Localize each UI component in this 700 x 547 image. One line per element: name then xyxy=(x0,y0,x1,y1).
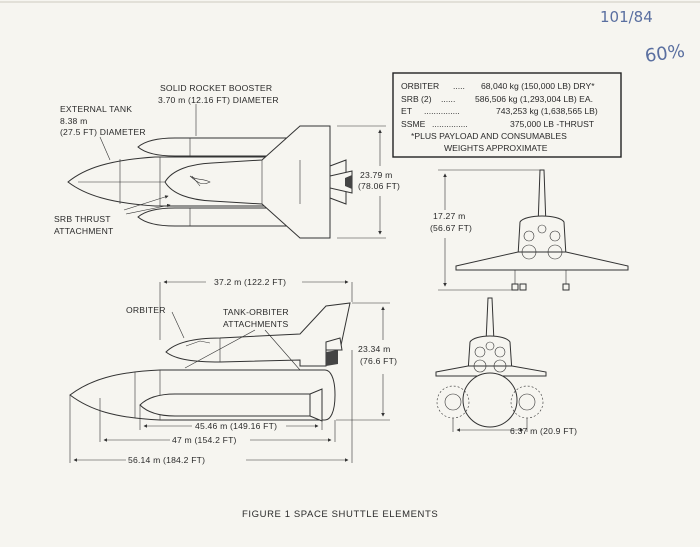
dim-stack-height-ft: (76.6 FT) xyxy=(360,356,397,366)
spec-et-dots: ............... xyxy=(424,106,460,116)
label-tank-orbiter-1: TANK-ORBITER xyxy=(223,307,289,317)
spec-ssme-dots: ............... xyxy=(432,119,468,129)
figure-caption: FIGURE 1 SPACE SHUTTLE ELEMENTS xyxy=(242,509,438,520)
stack-front-view xyxy=(435,297,547,432)
dim-total-length: 56.14 m (184.2 FT) xyxy=(128,455,205,465)
spec-orbiter-value: 68,040 kg (150,000 LB) DRY* xyxy=(481,81,595,91)
dim-wingspan-ft: (78.06 FT) xyxy=(358,181,400,191)
specifications-box: ORBITER ..... 68,040 kg (150,000 LB) DRY… xyxy=(392,72,622,158)
spec-srb-value: 586,506 kg (1,293,004 LB) EA. xyxy=(475,94,593,104)
label-et-diameter-m: 8.38 m xyxy=(60,116,87,126)
label-srb-thrust: SRB THRUST xyxy=(54,214,111,224)
label-srb-diameter: 3.70 m (12.16 FT) DIAMETER xyxy=(158,95,279,105)
spec-srb-dots: ...... xyxy=(441,94,455,104)
dim-orbiter-height-m: 17.27 m xyxy=(433,211,465,221)
side-view-drawing xyxy=(69,280,390,463)
dim-stack-height-m: 23.34 m xyxy=(358,344,390,354)
label-attachment: ATTACHMENT xyxy=(54,226,114,236)
handwritten-note-scale: 60% xyxy=(644,41,687,67)
dim-srb-spacing: 6.37 m (20.9 FT) xyxy=(510,426,577,436)
spec-srb-name: SRB (2) xyxy=(401,94,432,104)
handwritten-note-date: 101/84 xyxy=(600,8,653,26)
label-srb: SOLID ROCKET BOOSTER xyxy=(160,83,272,93)
label-external-tank: EXTERNAL TANK xyxy=(60,104,132,114)
spec-note-line1: *PLUS PAYLOAD AND CONSUMABLES xyxy=(411,131,567,141)
spec-orbiter-dots: ..... xyxy=(453,81,465,91)
label-orbiter: ORBITER xyxy=(126,305,166,315)
spec-note-line2: WEIGHTS APPROXIMATE xyxy=(444,143,548,153)
dim-et-length: 47 m (154.2 FT) xyxy=(172,435,237,445)
dim-orbiter-length: 37.2 m (122.2 FT) xyxy=(214,277,286,287)
dim-wingspan-m: 23.79 m xyxy=(360,170,392,180)
spec-ssme-name: SSME xyxy=(401,119,426,129)
spec-et-value: 743,253 kg (1,638,565 LB) xyxy=(496,106,598,116)
spec-ssme-value: 375,000 LB -THRUST xyxy=(510,119,595,129)
label-tank-orbiter-2: ATTACHMENTS xyxy=(223,319,288,329)
top-view-drawing xyxy=(67,104,386,239)
spec-et-name: ET xyxy=(401,106,413,116)
label-et-diameter-ft: (27.5 FT) DIAMETER xyxy=(60,127,146,137)
dim-srb-length: 45.46 m (149.16 FT) xyxy=(195,421,277,431)
orbiter-front-view xyxy=(438,169,629,291)
spec-orbiter-name: ORBITER xyxy=(401,81,439,91)
dim-orbiter-height-ft: (56.67 FT) xyxy=(430,223,472,233)
